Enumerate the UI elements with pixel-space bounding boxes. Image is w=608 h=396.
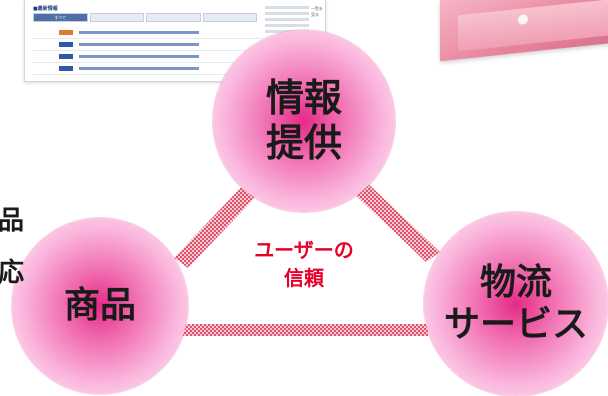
news-list <box>33 27 263 75</box>
news-tab-all: すべて <box>33 13 88 22</box>
news-more-link: 一覧を見る <box>311 6 323 17</box>
clipped-text-fragment: 応 <box>0 258 25 288</box>
info-provision-circle: 情報 提供 <box>213 30 395 212</box>
news-row <box>33 63 263 75</box>
product-label: 商品 <box>63 284 136 326</box>
news-row <box>33 51 263 63</box>
product-circle: 商品 <box>12 218 188 394</box>
news-tab-bar: すべて <box>33 13 257 22</box>
news-row <box>33 27 263 39</box>
logistics-service-label: 物流 サービス <box>443 261 588 345</box>
news-tab <box>89 13 144 22</box>
news-tab <box>146 13 201 22</box>
connector-info-product <box>174 180 262 268</box>
user-trust-line-2: 信頼 <box>284 266 324 291</box>
news-row <box>33 39 263 51</box>
clipped-text-fragment: 品 <box>0 206 25 236</box>
user-trust-label: ユーザーの 信頼 <box>234 236 374 293</box>
info-provision-label: 情報 提供 <box>265 76 342 165</box>
connector-product-logistics <box>178 324 428 336</box>
news-section-title: ■最新情報 <box>33 6 58 12</box>
connector-info-logistics <box>346 176 440 262</box>
user-trust-line-1: ユーザーの <box>254 238 354 262</box>
logistics-service-circle: 物流 サービス <box>424 212 608 396</box>
news-tab <box>202 13 257 22</box>
